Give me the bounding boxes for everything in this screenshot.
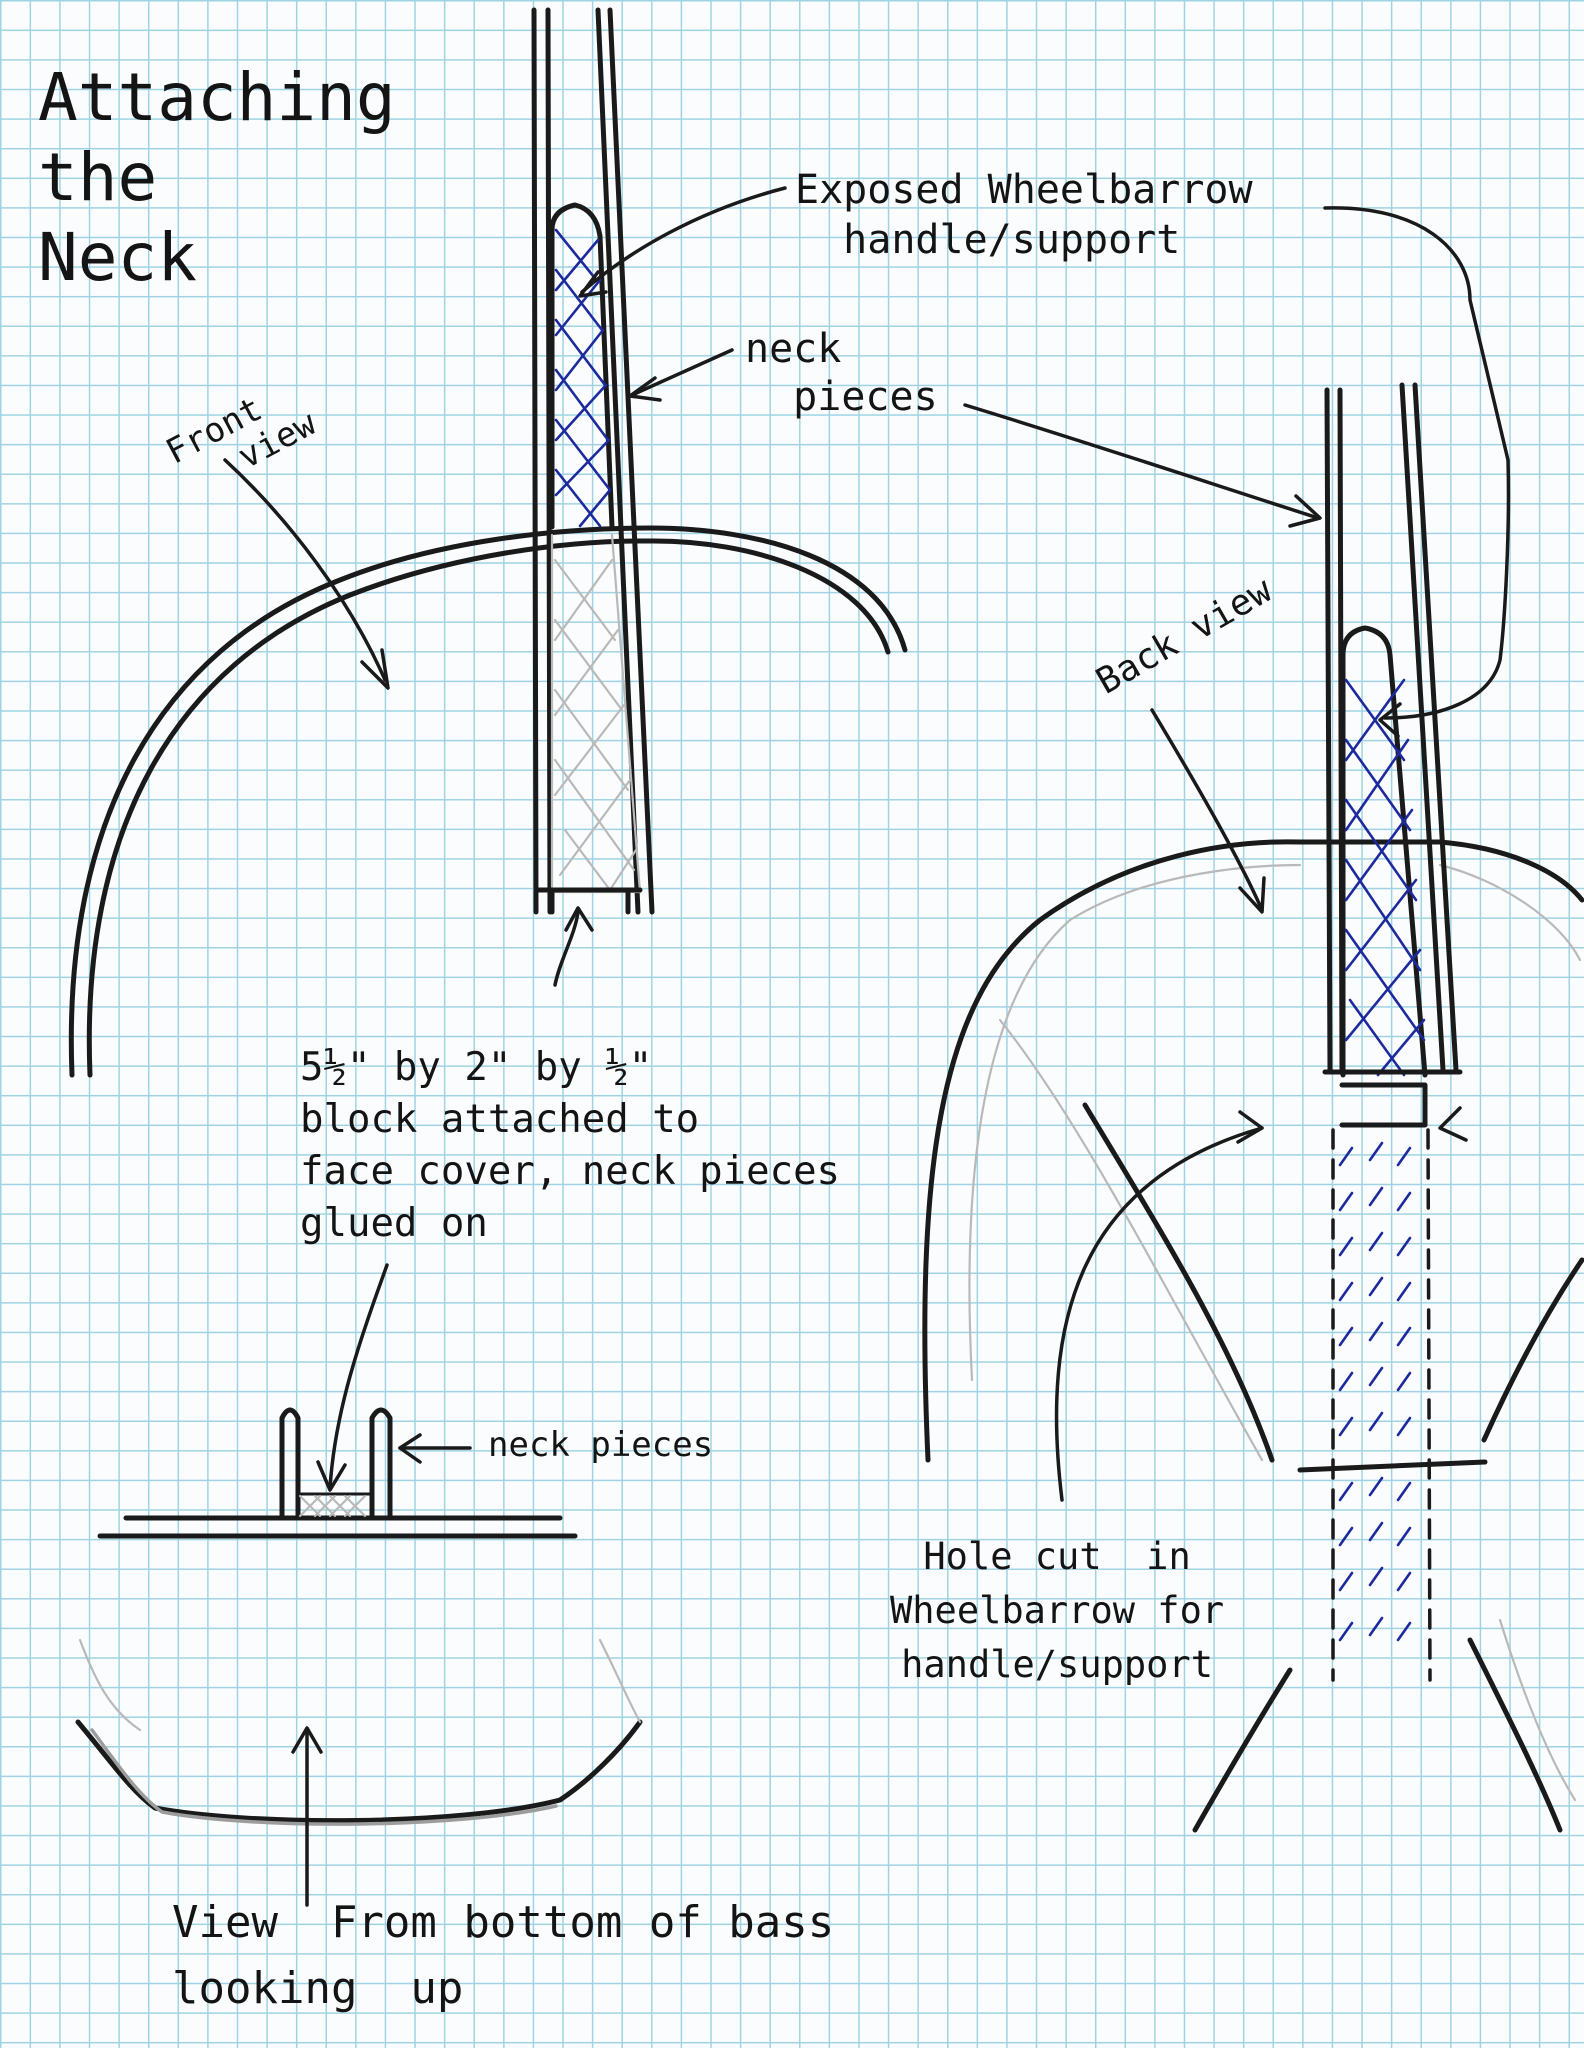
bottom-view-drawing xyxy=(75,1263,643,1907)
front-neck-piece-right xyxy=(595,7,655,915)
back-wheelbarrow-right-side xyxy=(1481,1257,1584,1443)
bottom-neck-piece-left xyxy=(279,1407,301,1521)
back-hidden-handle-hatch xyxy=(1338,1141,1412,1642)
bottom-view-arrowhead xyxy=(291,1726,323,1754)
block-arrow-top-head xyxy=(564,906,594,932)
callout-arrows xyxy=(553,186,1511,987)
neck-pieces-label-bottom: neck pieces xyxy=(488,1425,714,1465)
back-wheelbarrow-pencil-right xyxy=(1498,1618,1577,1802)
back-handle-crosshatch xyxy=(1344,678,1426,1077)
neck-pieces-arrowhead-back xyxy=(1288,494,1322,528)
back-hidden-handle-dashed xyxy=(1331,1128,1432,1682)
front-exposed-handle-outline xyxy=(549,202,615,530)
back-exposed-handle-outline xyxy=(1340,625,1428,1078)
back-block xyxy=(1322,1069,1463,1128)
hole-cut-arrow xyxy=(1054,1126,1264,1502)
bottom-view-label: View From bottom of bass looking up xyxy=(172,1897,835,2014)
neck-pieces-arrow-front xyxy=(630,348,734,397)
back-view-arrow xyxy=(1150,708,1264,912)
back-neck-piece-right xyxy=(1399,382,1459,1073)
front-body-outline-outer xyxy=(68,525,908,1078)
bottom-bass-outline-shadow xyxy=(90,1728,558,1826)
block-arrow-bottom xyxy=(328,1263,389,1490)
bottom-block xyxy=(296,1492,374,1520)
block-arrow-bottom-head xyxy=(316,1460,347,1492)
page-title: Attaching the Neck xyxy=(38,59,396,296)
hole-cut-label: Hole cut in Wheelbarrow for handle/suppo… xyxy=(890,1535,1225,1686)
back-body-outline xyxy=(922,839,1584,1463)
back-body-pencil-right xyxy=(1438,863,1582,962)
exposed-handle-arrowhead-back xyxy=(1378,702,1402,738)
back-view-drawing xyxy=(922,382,1584,1833)
back-body-pencil-inner xyxy=(968,863,1302,1382)
front-neck-piece-left xyxy=(531,7,553,915)
bottom-bass-pencil-sides xyxy=(78,1638,642,1732)
front-view-arrowhead xyxy=(360,648,390,690)
exposed-handle-arrowhead xyxy=(578,270,608,298)
front-hidden-handle-crosshatch xyxy=(553,558,638,892)
block-label: 5½" by 2" by ½" block attached to face c… xyxy=(300,1045,841,1246)
back-wheelbarrow-lower-left xyxy=(1192,1667,1293,1833)
back-wheelbarrow-pencil xyxy=(998,1018,1264,1462)
back-view-arrowhead xyxy=(1238,876,1266,914)
front-handle-crosshatch xyxy=(554,228,612,528)
back-wheelbarrow-edge xyxy=(1297,1459,1488,1473)
back-neck-piece-left xyxy=(1324,387,1345,1073)
front-hidden-handle-outline xyxy=(550,533,642,894)
neck-pieces-arrowhead-front xyxy=(628,376,662,402)
front-view-drawing xyxy=(68,7,908,1078)
front-body-outline-inner xyxy=(86,538,891,1078)
back-wheelbarrow-left-side xyxy=(1082,1102,1275,1463)
exposed-handle-arrow-back xyxy=(1323,206,1511,720)
exposed-handle-arrow xyxy=(580,186,787,294)
neck-pieces-arrow-back xyxy=(963,403,1320,520)
front-view-arrow xyxy=(223,458,387,682)
back-wheelbarrow-lower-right xyxy=(1467,1637,1563,1833)
hole-cut-arrowhead-right xyxy=(1438,1106,1468,1142)
block-arrow-top xyxy=(553,910,580,987)
neck-pieces-label-top: neck pieces xyxy=(745,326,938,420)
bottom-neck-piece-right xyxy=(369,1407,393,1521)
hole-cut-arrowhead xyxy=(1236,1110,1264,1144)
front-block xyxy=(533,887,643,915)
neck-pieces-arrow-bottom-head xyxy=(398,1433,422,1464)
bottom-block-crosshatch xyxy=(298,1494,367,1518)
bottom-bass-outline xyxy=(75,1719,643,1824)
exposed-handle-label: Exposed Wheelbarrow handle/support xyxy=(795,167,1253,263)
